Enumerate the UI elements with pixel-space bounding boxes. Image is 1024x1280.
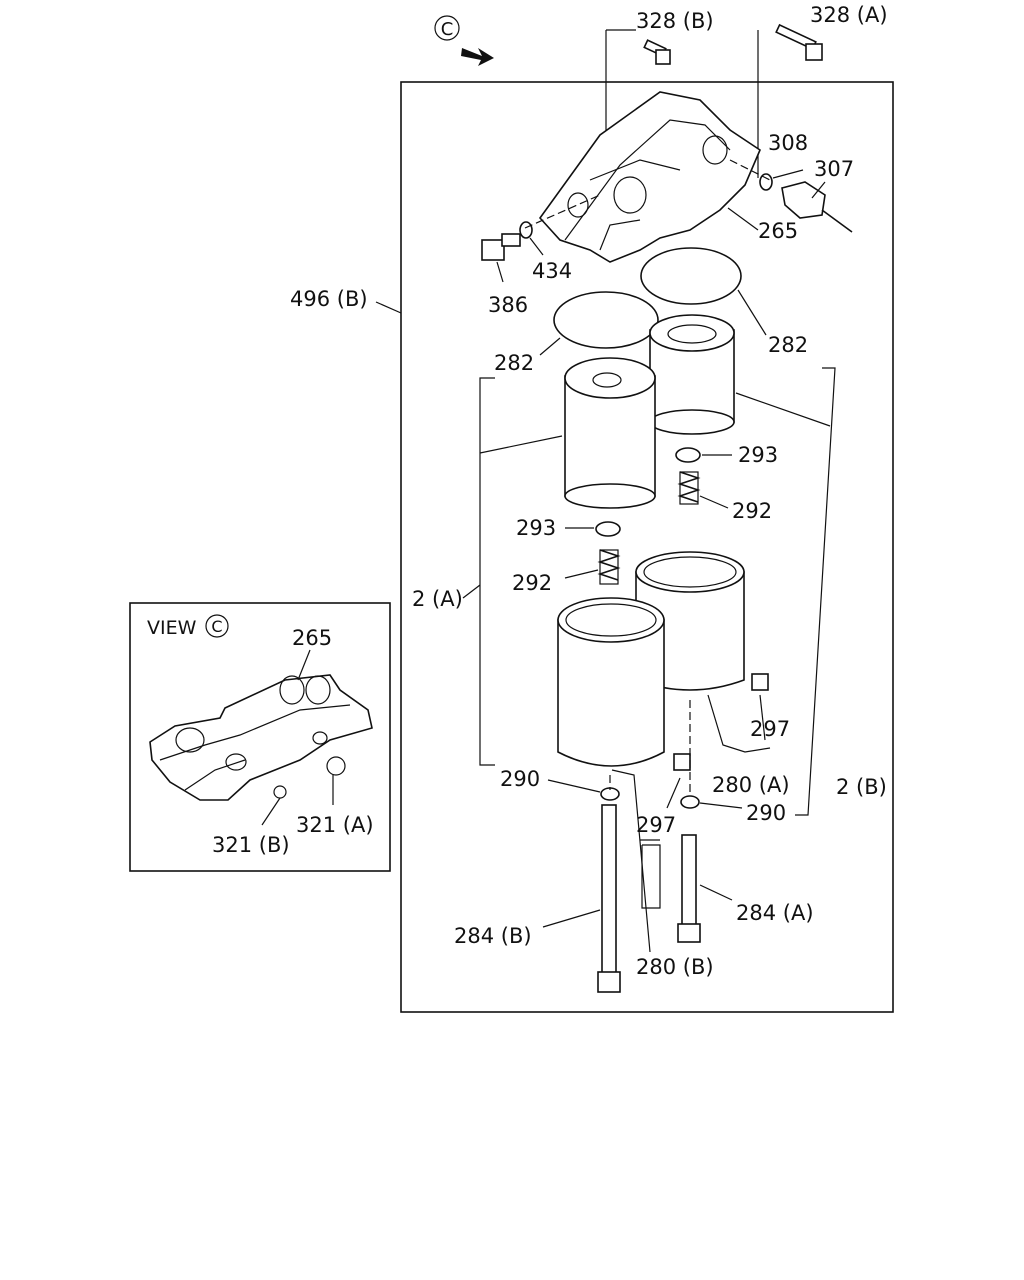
inset-view-marker (205, 614, 229, 638)
leader-lines (375, 169, 826, 953)
callout-290-left: 290 (500, 767, 540, 791)
bolt-328b (606, 29, 671, 65)
inset-view-c: VIEW C 265 321 (A) 321 (B) (129, 602, 391, 872)
callout-282-left: 282 (494, 351, 534, 375)
callout-292-right: 292 (732, 499, 772, 523)
callout-328b: 328 (B) (636, 9, 714, 33)
gasket-282-right (640, 247, 742, 305)
bolt-328a (775, 23, 823, 61)
bolt-284b (597, 804, 621, 993)
bracket-2a (479, 377, 495, 766)
callout-308: 308 (768, 131, 808, 155)
drain-plug-297-mid (673, 753, 691, 771)
callout-297-mid: 297 (636, 813, 676, 837)
filter-element-left (564, 357, 656, 509)
callout-328a: 328 (A) (810, 3, 888, 27)
inset-view-label: VIEW (147, 617, 197, 639)
filter-case-left (557, 597, 665, 767)
inset-callout-265: 265 (292, 626, 332, 650)
filter-head-265 (538, 91, 761, 263)
callout-290-right: 290 (746, 801, 786, 825)
spring-292-right (677, 471, 701, 503)
callout-292-left: 292 (512, 571, 552, 595)
callout-280a: 280 (A) (712, 773, 790, 797)
main-assembly-frame (400, 81, 894, 1013)
inset-o-ring-321a (326, 756, 346, 776)
bracket-2b (795, 367, 836, 816)
washer-308 (759, 173, 773, 191)
callout-386: 386 (488, 293, 528, 317)
callout-284b: 284 (B) (454, 924, 532, 948)
inset-callout-321b: 321 (B) (212, 833, 290, 857)
bolt-284a (677, 834, 701, 943)
inset-callout-321a: 321 (A) (296, 813, 374, 837)
callout-297-right: 297 (750, 717, 790, 741)
callout-2b: 2 (B) (836, 775, 887, 799)
svg-text:C: C (211, 617, 222, 636)
gasket-282-left (553, 291, 659, 349)
svg-text:C: C (441, 19, 454, 40)
callout-2a: 2 (A) (412, 587, 463, 611)
filter-element-right (649, 314, 735, 435)
callout-284a: 284 (A) (736, 901, 814, 925)
spring-292-left (597, 549, 621, 581)
sensor-307 (781, 181, 853, 233)
washer-293-left (595, 521, 621, 537)
callout-496b: 496 (B) (290, 287, 368, 311)
washer-290-right (680, 795, 700, 809)
view-c-marker: C (434, 15, 494, 66)
callout-280b: 280 (B) (636, 955, 714, 979)
callout-293-right: 293 (738, 443, 778, 467)
bolt-386 (481, 233, 521, 261)
callout-282-right: 282 (768, 333, 808, 357)
callout-434: 434 (532, 259, 572, 283)
drain-plug-297-right (751, 673, 769, 691)
callout-293-left: 293 (516, 516, 556, 540)
callout-265: 265 (758, 219, 798, 243)
inset-filter-head-265 (149, 674, 373, 801)
direction-arrow-icon (461, 48, 494, 66)
washer-293-right (675, 447, 701, 463)
washer-434 (519, 221, 533, 239)
callout-307: 307 (814, 157, 854, 181)
inset-o-ring-321b (273, 785, 287, 799)
